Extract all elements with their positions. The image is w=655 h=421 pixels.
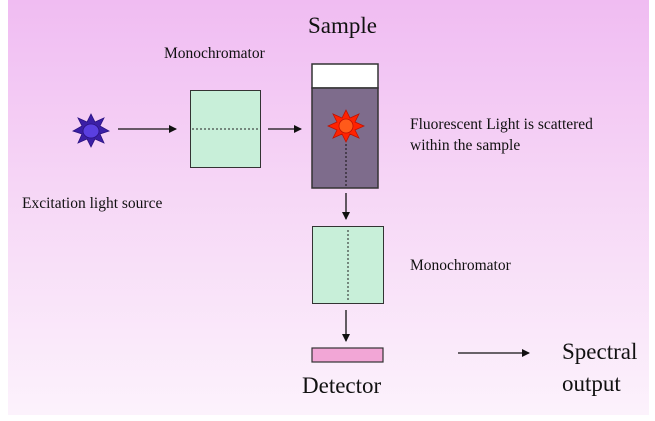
fluorescence-icon <box>327 109 365 143</box>
monochromator-bottom-label: Monochromator <box>410 257 511 274</box>
spectral-output-line2: output <box>562 371 621 396</box>
detector-bar <box>311 347 384 363</box>
fluorescent-label-line1: Fluorescent Light is scattered <box>410 116 593 133</box>
sample-title: Sample <box>308 13 377 38</box>
monochromator-top-label: Monochromator <box>164 45 265 62</box>
spectral-output-line1: Spectral <box>562 339 638 364</box>
fluorescent-label-line2: within the sample <box>410 137 521 154</box>
excitation-source-icon <box>72 113 110 148</box>
detector-label: Detector <box>302 373 382 398</box>
excitation-source-label: Excitation light source <box>22 195 163 212</box>
cuvette-top <box>311 63 379 89</box>
